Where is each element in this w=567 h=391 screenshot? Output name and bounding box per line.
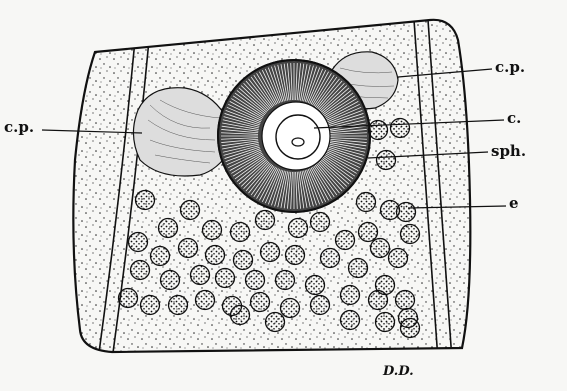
egg-granule [341,311,360,330]
egg-granule [136,191,155,210]
egg-granule [311,296,330,315]
egg-granule [306,276,325,295]
egg-granule [246,271,265,290]
egg-granule [357,193,376,212]
egg-granule [389,249,408,268]
egg-granule [349,259,368,278]
egg-granule [206,246,225,265]
egg-granule [276,271,295,290]
egg-granule [321,249,340,268]
egg-granule [369,291,388,310]
egg-granule [169,296,188,315]
egg-granule [281,299,300,318]
egg-granule [141,296,160,315]
egg-granule [286,246,305,265]
artist-signature: D.D. [383,364,414,379]
egg-granule [191,266,210,285]
egg-granule [161,271,180,290]
egg-granule [216,269,235,288]
egg-granule [359,223,378,242]
egg-granule [256,211,275,230]
egg-granule [261,243,280,262]
label-cp-right: c.p. [495,60,525,75]
egg-granule [231,223,250,242]
egg-granule [376,313,395,332]
egg-granule [231,306,250,325]
egg-granule [391,119,410,138]
egg-granule [311,213,330,232]
egg-granule [203,221,222,240]
egg-granule [336,231,355,250]
label-sphere: sph. [491,144,526,159]
centriole [292,138,304,146]
egg-granule [369,121,388,140]
egg-granule [396,291,415,310]
label-egg: e [509,196,519,211]
egg-granule [181,201,200,220]
egg-granule [401,225,420,244]
label-centrosome: c. [507,111,521,126]
egg-granule [341,286,360,305]
egg-granule [159,219,178,238]
egg-granule [151,247,170,266]
egg-granule [377,151,396,170]
egg-granule [401,319,420,338]
egg-granule [371,239,390,258]
egg-granule [234,251,253,270]
egg-granule [251,293,270,312]
egg-granule [129,233,148,252]
egg-granule [119,289,138,308]
egg-granule [196,291,215,310]
egg-granule [397,203,416,222]
egg-granule [131,261,150,280]
centrosome [276,115,320,159]
egg-granule [266,313,285,332]
label-cp-left: c.p. [4,120,34,135]
egg-granule [179,239,198,258]
egg-granule [289,219,308,238]
